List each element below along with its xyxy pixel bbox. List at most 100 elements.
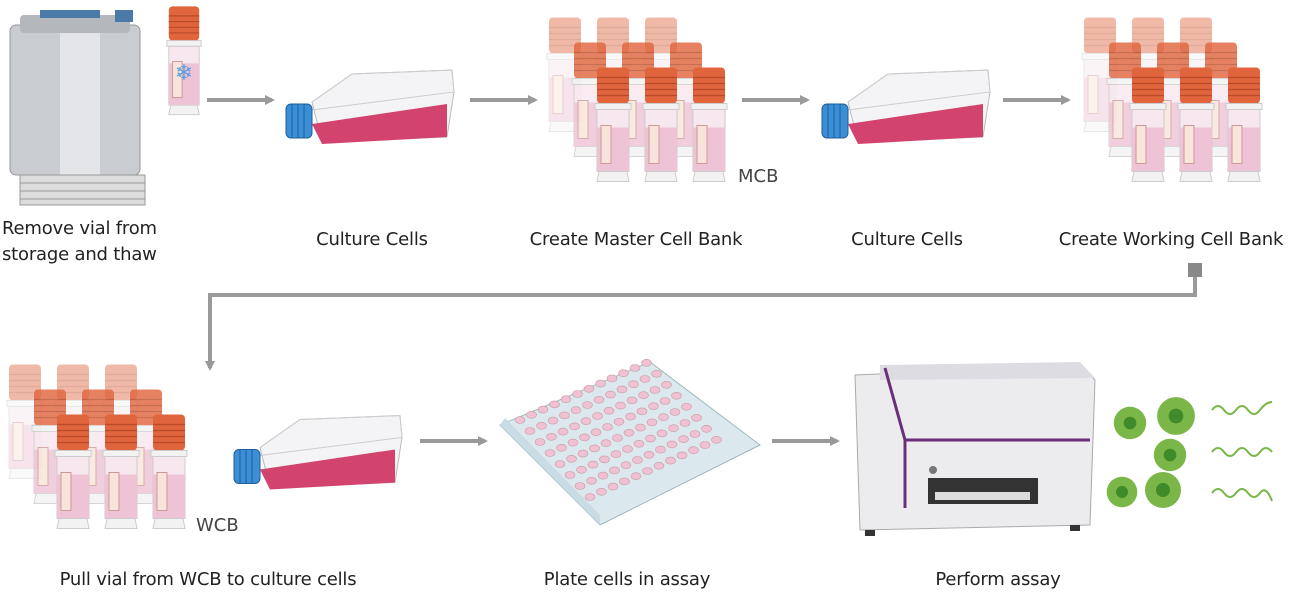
well (599, 455, 610, 464)
well (638, 391, 649, 400)
well (639, 375, 651, 383)
well (514, 416, 526, 424)
well (628, 380, 639, 389)
well (641, 358, 652, 367)
well (556, 443, 567, 452)
well (597, 471, 609, 480)
well (668, 424, 679, 433)
well (609, 466, 620, 475)
well (583, 384, 595, 393)
well (653, 461, 665, 470)
well (646, 418, 658, 427)
svg-text:❄: ❄ (175, 61, 193, 86)
well (524, 427, 536, 435)
arrow (205, 95, 1197, 446)
well (625, 412, 636, 421)
well (546, 432, 557, 441)
connector-square (1188, 263, 1202, 277)
well (679, 419, 691, 427)
wcb-tag: WCB (196, 515, 239, 536)
well (643, 450, 655, 459)
well (549, 400, 560, 409)
step-label-pull-vial: Pull vial from WCB to culture cells (59, 569, 357, 590)
well (607, 482, 619, 491)
well (648, 402, 659, 411)
well (632, 456, 643, 464)
well (701, 424, 712, 433)
well (711, 435, 722, 444)
well (649, 386, 661, 394)
well (557, 427, 569, 436)
vial-icon (150, 413, 188, 530)
working-cell-bank-vials-icon (1081, 16, 1263, 183)
vial-icon (642, 66, 680, 183)
vial-icon (102, 413, 140, 530)
well (613, 417, 625, 426)
well (602, 423, 613, 431)
well (656, 429, 668, 438)
thawed-vial-icon: ❄ (166, 5, 202, 116)
well (564, 471, 576, 479)
well (651, 369, 662, 378)
step-label-culture-cells-2: Culture Cells (851, 229, 963, 250)
well (658, 413, 669, 422)
well (655, 445, 666, 454)
well (620, 461, 632, 470)
well (622, 445, 633, 453)
step-label-plate-cells: Plate cells in assay (543, 569, 711, 590)
well (645, 434, 656, 443)
well (566, 454, 577, 463)
well (671, 391, 682, 400)
well (633, 439, 645, 448)
step-label-culture-cells: Culture Cells (316, 229, 428, 250)
well-plate-icon (499, 358, 761, 526)
step-label-remove-vial: Remove vial from storage and thaw (2, 216, 157, 268)
well (606, 374, 618, 383)
well (626, 396, 638, 405)
well (630, 472, 642, 481)
well (659, 397, 671, 405)
well (689, 430, 701, 438)
well (559, 411, 570, 420)
well (603, 406, 615, 415)
step-label-create-wcb: Create Working Cell Bank (1058, 229, 1284, 250)
well (587, 460, 599, 469)
well (584, 493, 596, 501)
well (616, 385, 628, 394)
well (582, 401, 593, 409)
culture-flask-icon (233, 414, 403, 491)
well (691, 413, 702, 422)
well (636, 407, 648, 416)
well (544, 449, 556, 457)
wcb-vials-icon (6, 363, 188, 530)
label-line: storage and thaw (2, 244, 157, 265)
vial-icon (54, 413, 92, 530)
well (526, 410, 537, 419)
vial-icon (690, 66, 728, 183)
well (619, 477, 630, 486)
vial-icon (1177, 66, 1215, 183)
well (580, 417, 592, 426)
well (676, 451, 688, 460)
storage-dewar-icon (9, 10, 146, 206)
well (590, 428, 602, 437)
plate-reader-instrument-icon (854, 362, 1096, 536)
well (592, 412, 603, 420)
well (600, 439, 612, 448)
vial-icon (1225, 66, 1263, 183)
well (642, 467, 653, 475)
label-line: Remove vial from (2, 218, 157, 239)
well (612, 434, 623, 442)
culture-flask-icon (285, 69, 455, 145)
well (688, 446, 699, 455)
well (593, 395, 605, 404)
master-cell-bank-vials-icon (546, 16, 728, 183)
mcb-tag: MCB (738, 166, 779, 187)
well (536, 421, 547, 430)
well (560, 395, 572, 404)
vial-icon (594, 66, 632, 183)
well (547, 416, 559, 425)
well (586, 476, 597, 485)
well (615, 401, 626, 410)
